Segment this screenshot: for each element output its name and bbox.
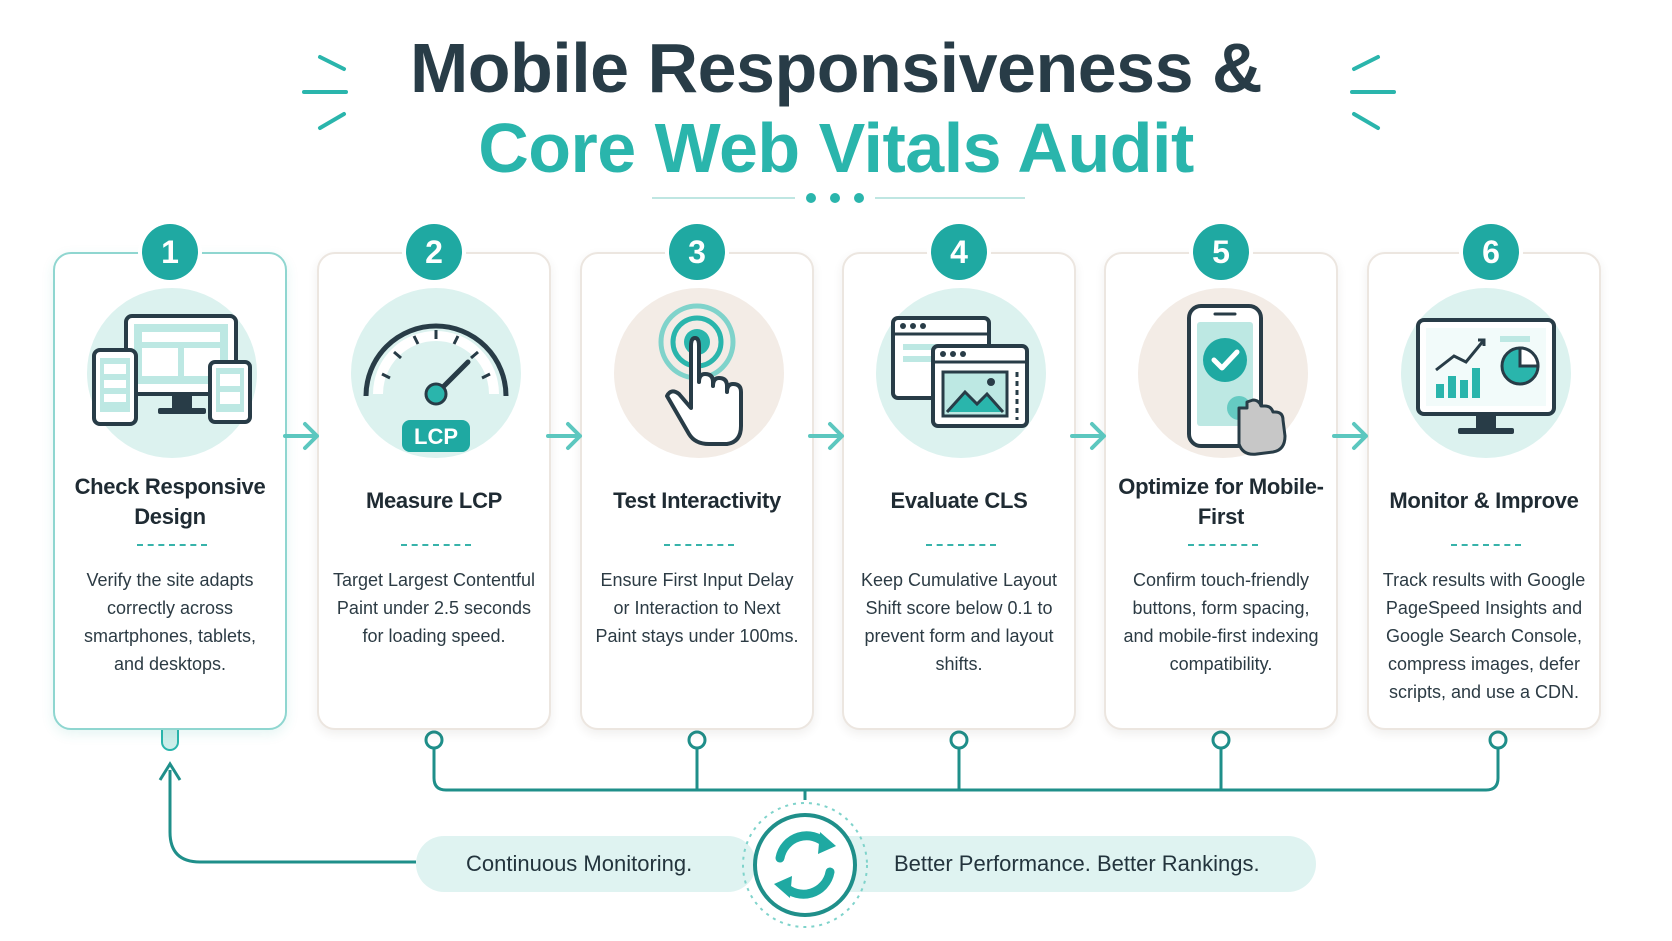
step-description: Target Largest Contentful Paint under 2.… <box>332 570 536 646</box>
step-title: Measure LCP <box>365 488 503 513</box>
step-card-3: Test Interactivity Ensure First Input De… <box>580 252 814 730</box>
analytics-monitor-icon <box>1416 318 1556 434</box>
layout-shift-windows-icon <box>891 316 1029 428</box>
responsive-devices-icon <box>92 314 252 426</box>
title-separator <box>137 544 207 546</box>
title-dot <box>830 193 840 203</box>
connector-bus <box>432 748 1500 792</box>
title-line-2: Core Web Vitals Audit <box>478 109 1194 187</box>
step-number-badge: 6 <box>1463 224 1519 280</box>
page-title: Mobile Responsiveness & Core Web Vitals … <box>0 28 1672 188</box>
step-description: Verify the site adapts correctly across … <box>83 570 257 674</box>
step-description: Keep Cumulative Layout Shift score below… <box>860 570 1058 674</box>
footer-pill-right: Better Performance. Better Rankings. <box>810 836 1316 892</box>
step-description: Track results with Google PageSpeed Insi… <box>1382 570 1586 702</box>
tap-hand-icon <box>658 303 743 446</box>
title-dot <box>854 193 864 203</box>
step-number-badge: 2 <box>406 224 462 280</box>
lcp-label: LCP <box>414 424 458 449</box>
chevron-right-icon <box>1332 422 1368 450</box>
connector-node-2 <box>424 730 444 750</box>
footer-pill-left: Continuous Monitoring. <box>416 836 756 892</box>
step-title: Test Interactivity <box>613 488 781 513</box>
step-card-1: Check Responsive Design Verify the site … <box>53 252 287 730</box>
title-separator <box>926 544 996 546</box>
title-line-1: Mobile Responsiveness & <box>409 29 1263 107</box>
step-number-badge: 3 <box>669 224 725 280</box>
step-card-5: Optimize for Mobile-First Confirm touch-… <box>1104 252 1338 730</box>
chevron-right-icon <box>1070 422 1106 450</box>
speedometer-icon: LCP <box>363 323 509 452</box>
connector-return <box>168 770 416 864</box>
connector-node-5 <box>1211 730 1231 750</box>
step-number-badge: 5 <box>1193 224 1249 280</box>
title-separator <box>401 544 471 546</box>
title-separator <box>1188 544 1258 546</box>
chevron-right-icon <box>808 422 844 450</box>
step-description: Ensure First Input Delay or Interaction … <box>595 570 799 646</box>
step-title: Monitor & Improve <box>1389 488 1579 513</box>
title-separator <box>664 544 734 546</box>
connector-node-6 <box>1488 730 1508 750</box>
step-title: Evaluate CLS <box>890 488 1028 513</box>
connector-node-3 <box>687 730 707 750</box>
phone-check-icon <box>1187 304 1287 456</box>
chevron-right-icon <box>283 422 319 450</box>
step-card-6: Monitor & Improve Track results with Goo… <box>1367 252 1601 730</box>
refresh-cycle-icon <box>742 802 868 928</box>
step-description: Confirm touch-friendly buttons, form spa… <box>1123 570 1319 674</box>
step-number-badge: 1 <box>142 224 198 280</box>
step-card-4: Evaluate CLS Keep Cumulative Layout Shif… <box>842 252 1076 730</box>
step-title: Check Responsive Design <box>74 474 266 529</box>
step-title: Optimize for Mobile-First <box>1118 474 1324 529</box>
step-number-badge: 4 <box>931 224 987 280</box>
connector-node-4 <box>949 730 969 750</box>
chevron-right-icon <box>546 422 582 450</box>
title-separator <box>1451 544 1521 546</box>
return-arrowhead <box>158 761 182 781</box>
title-dot <box>806 193 816 203</box>
step-card-2: LCP Measure LCP Target Largest Contentfu… <box>317 252 551 730</box>
